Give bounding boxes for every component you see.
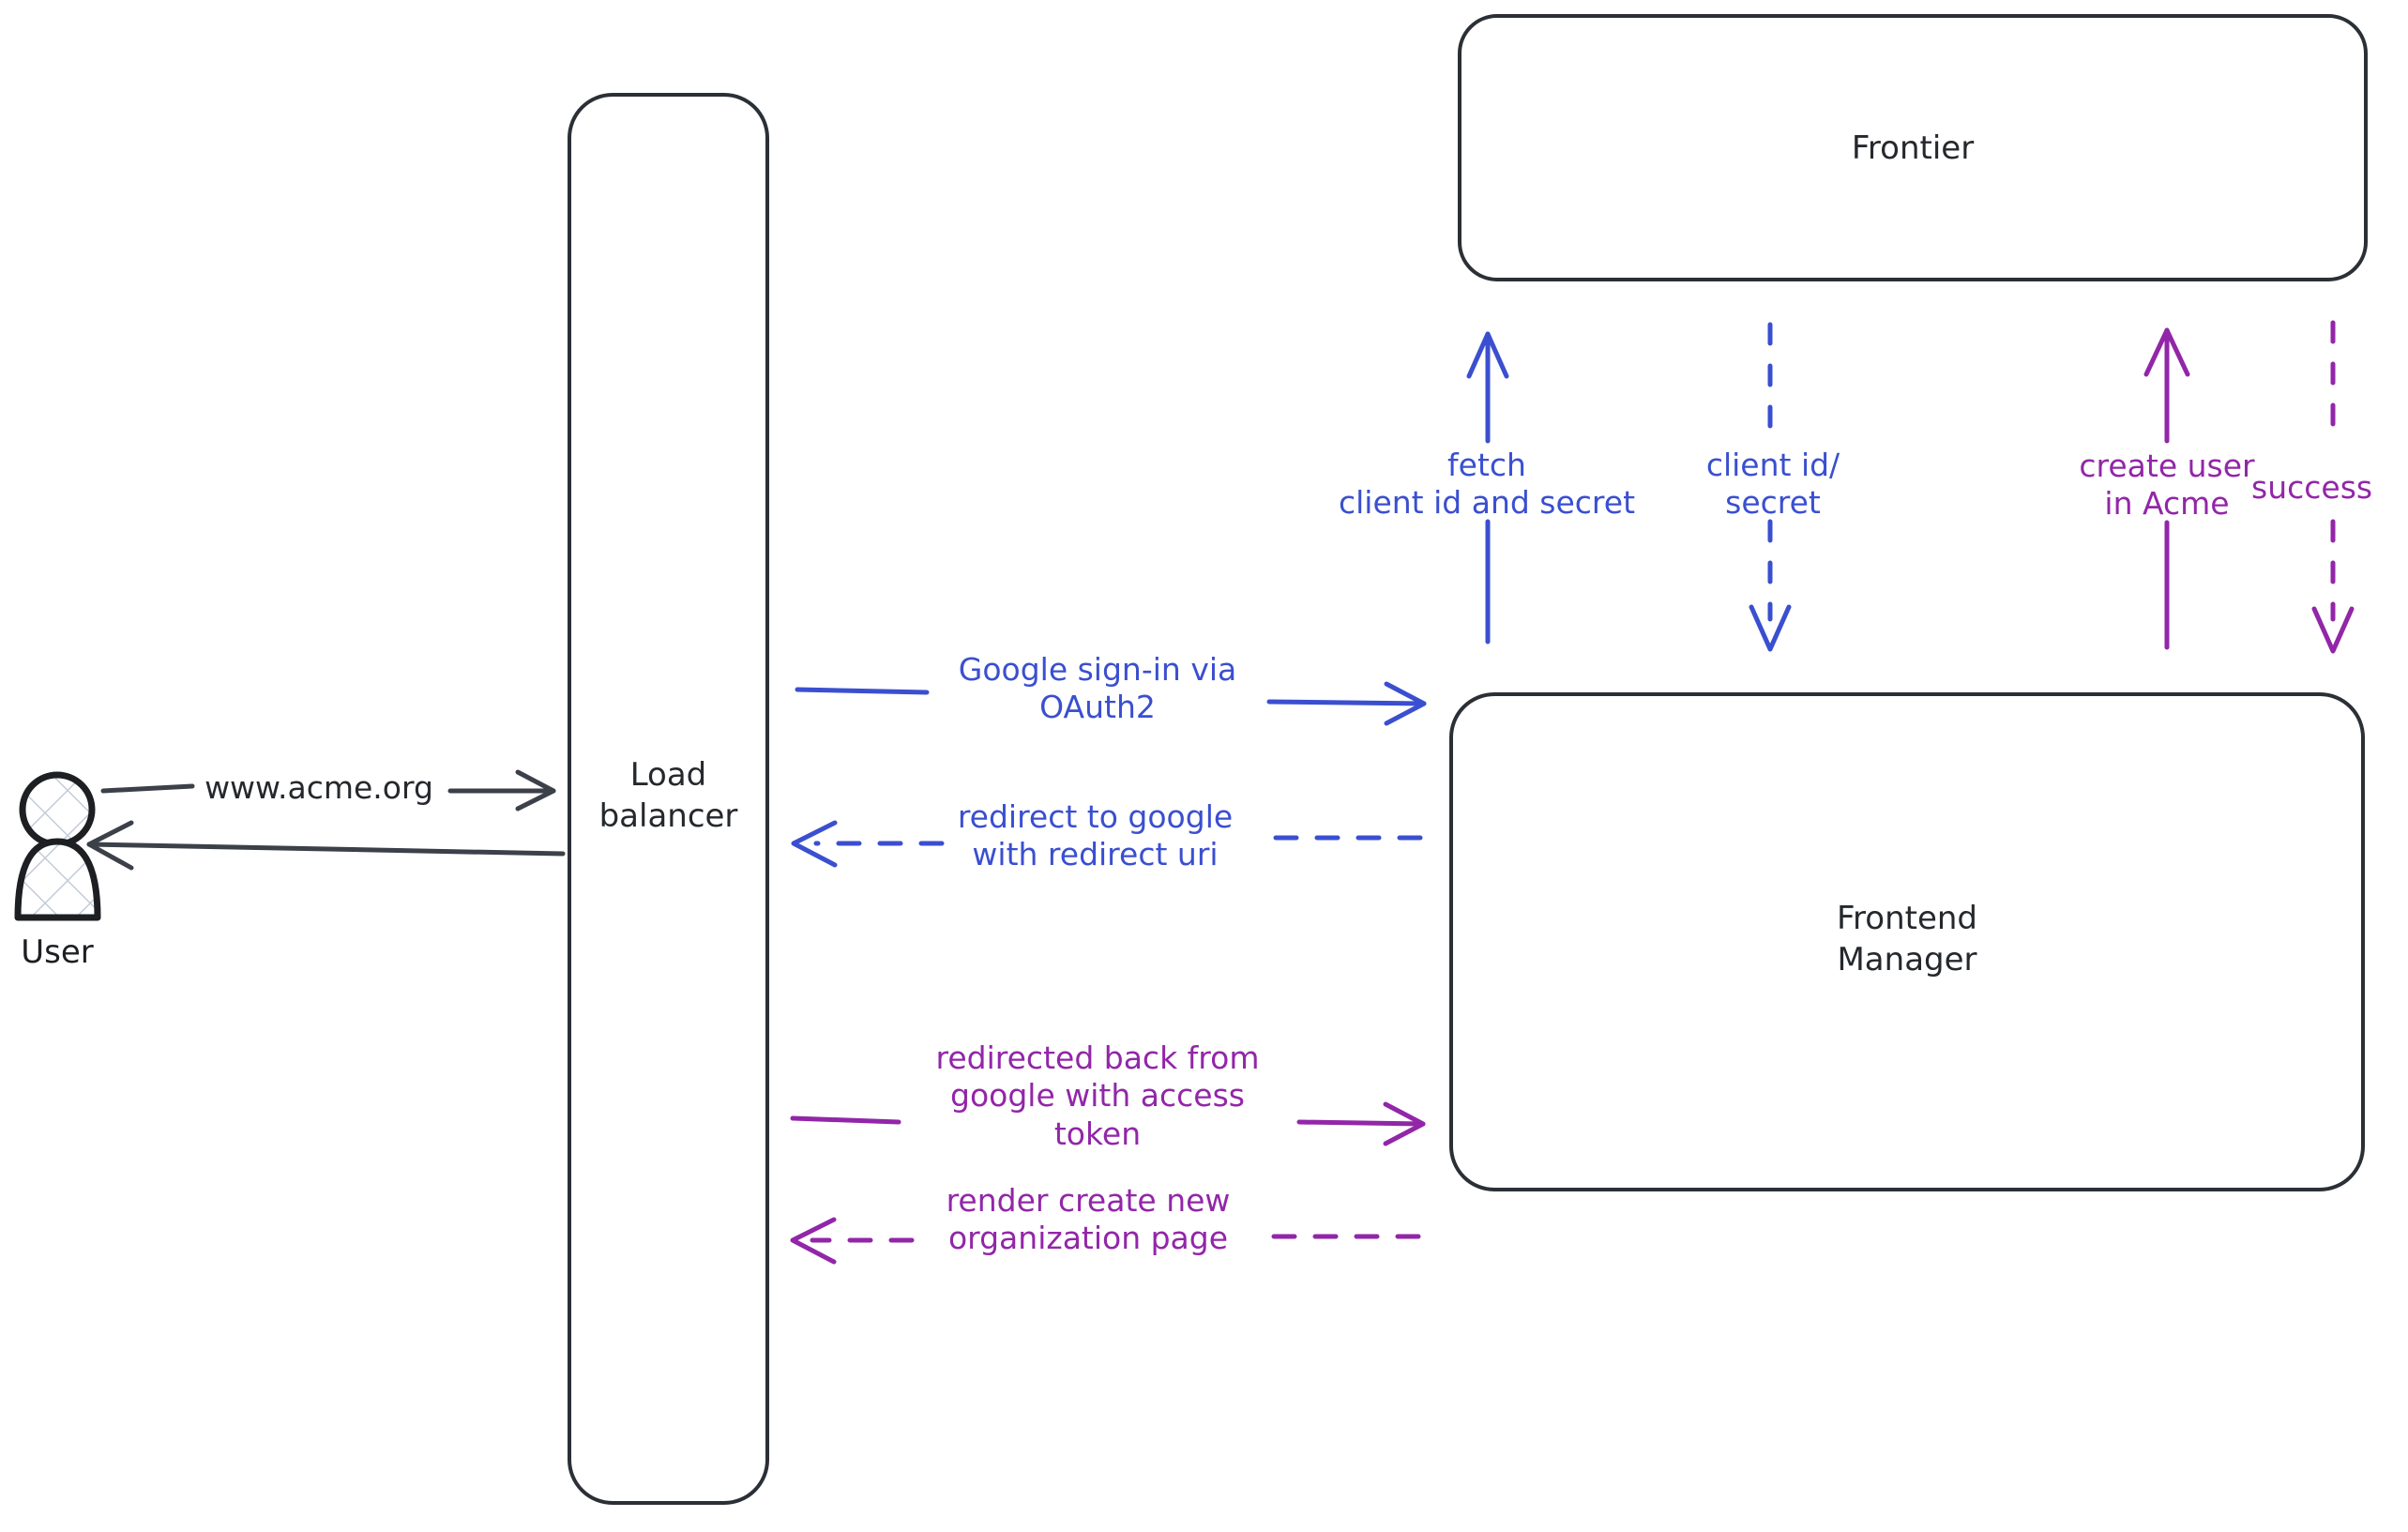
edge-fm-to-lb-redirect-head [791, 820, 838, 868]
edge-user-to-lb [100, 769, 556, 812]
node-load-balancer-box[interactable] [568, 93, 769, 1505]
edge-frontier-to-fm-success-head [2311, 606, 2355, 654]
edge-fm-to-lb-render [810, 1234, 1421, 1243]
node-frontier-box[interactable] [1458, 14, 2368, 281]
edge-fm-to-lb-render-head [790, 1217, 837, 1265]
edge-frontier-to-fm-creds-head [1749, 604, 1792, 652]
node-frontend-manager-box[interactable] [1449, 692, 2365, 1191]
edge-fm-to-lb-redirect [813, 835, 1423, 846]
edge-lb-to-user [86, 820, 566, 871]
user-person-icon [14, 771, 101, 921]
edge-lb-to-fm-signin [795, 681, 1427, 726]
edge-fm-to-frontier-fetch [1466, 331, 1509, 645]
edge-fm-to-frontier-create-user [2143, 327, 2190, 650]
edge-lb-to-fm-token [790, 1101, 1426, 1146]
